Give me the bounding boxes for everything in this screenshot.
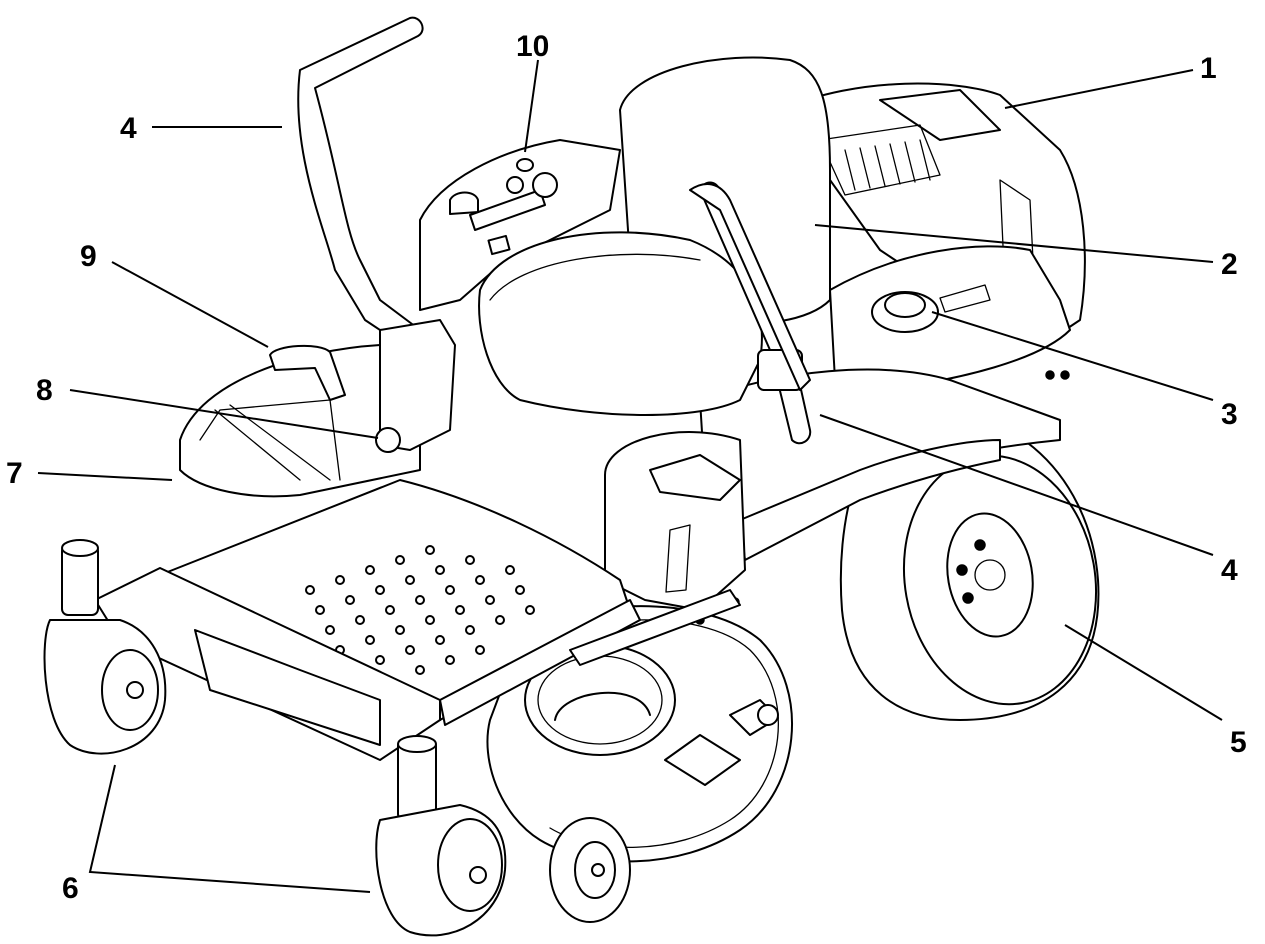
callouts: 1 2 3 4 4 5 6 7 xyxy=(6,30,1247,905)
callout-2: 2 xyxy=(814,224,1238,281)
callout-10: 10 xyxy=(516,30,549,153)
callout-9: 9 xyxy=(80,240,269,348)
front-left-caster xyxy=(43,539,167,755)
deck-gauge-wheel xyxy=(549,817,631,923)
right-pod xyxy=(604,431,746,611)
svg-text:3: 3 xyxy=(1221,398,1238,431)
seat xyxy=(478,56,831,416)
svg-text:5: 5 xyxy=(1230,726,1247,759)
svg-text:4: 4 xyxy=(120,112,137,145)
callout-7: 7 xyxy=(6,457,173,490)
callout-1: 1 xyxy=(1004,52,1217,109)
svg-text:9: 9 xyxy=(80,240,97,273)
front-frame xyxy=(94,567,741,761)
front-right-caster xyxy=(375,735,507,937)
svg-text:1: 1 xyxy=(1200,52,1217,85)
rollover-bar xyxy=(689,183,811,391)
left-motion-lever xyxy=(297,16,424,351)
svg-text:4: 4 xyxy=(1221,554,1238,587)
left-pod xyxy=(269,319,456,453)
callout-4-left: 4 xyxy=(120,112,282,145)
svg-text:2: 2 xyxy=(1221,248,1238,281)
callout-3: 3 xyxy=(931,311,1238,431)
callout-8: 8 xyxy=(36,374,379,439)
svg-text:8: 8 xyxy=(36,374,53,407)
callout-5: 5 xyxy=(1064,624,1247,759)
callout-6: 6 xyxy=(62,764,371,905)
svg-text:10: 10 xyxy=(516,30,549,63)
mower-illustration xyxy=(43,16,1100,937)
control-console xyxy=(419,139,621,311)
callout-4-right: 4 xyxy=(819,414,1238,587)
svg-text:7: 7 xyxy=(6,457,23,490)
svg-text:6: 6 xyxy=(62,872,79,905)
mower-deck xyxy=(486,597,794,863)
engine-vents xyxy=(844,139,931,191)
